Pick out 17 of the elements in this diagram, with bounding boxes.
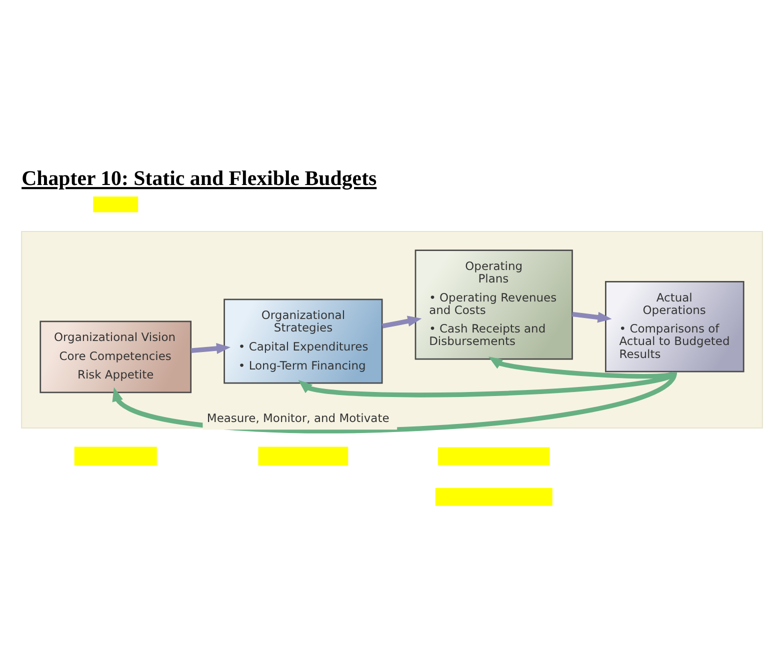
diagram-title: Chapter 10: Static and Flexible Budgets	[22, 166, 377, 190]
node-bar	[435, 488, 552, 506]
node-bar	[93, 196, 138, 212]
node-bar	[258, 446, 348, 466]
node-box: Actual Operations • Comparisons of Actual to Budgeted Results	[605, 280, 744, 372]
node-box: Operating Plans • Operating Revenues and Costs • Cash Receipts and Disbursements	[414, 249, 573, 360]
edge-label: Measure, Monitor, and Motivate	[206, 410, 390, 425]
arrow	[572, 311, 612, 322]
arrow	[190, 342, 231, 354]
cluster	[21, 230, 763, 428]
arrow	[382, 315, 422, 328]
node-box: Organizational Vision Core Competencies Risk Appetite	[40, 320, 192, 393]
arrow	[112, 370, 677, 433]
arrow	[488, 356, 676, 378]
node-box: Organizational Strategies • Capital Expenditures • Long-Term Financing	[224, 298, 383, 384]
node-bar	[438, 446, 550, 465]
node-bar	[74, 446, 157, 466]
